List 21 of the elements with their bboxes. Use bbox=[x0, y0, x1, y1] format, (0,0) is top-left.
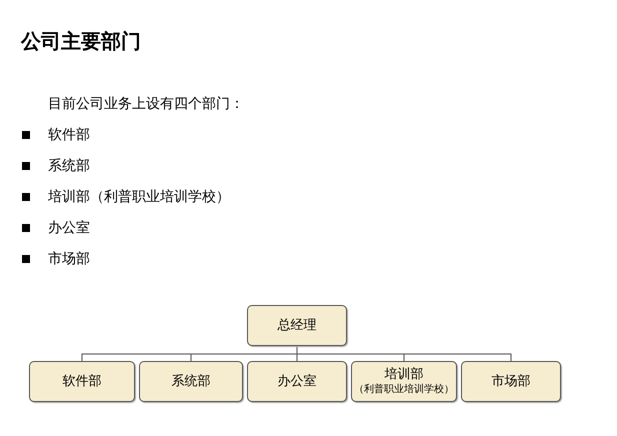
department-box bbox=[461, 361, 561, 402]
department-name: 培训部 bbox=[384, 367, 424, 383]
list-item: 培训部（利普职业培训学校） bbox=[48, 188, 230, 206]
department-box bbox=[247, 305, 347, 346]
department-name: 软件部 bbox=[62, 374, 102, 390]
list-item: 办公室 bbox=[48, 219, 90, 237]
department-name: 办公室 bbox=[278, 374, 316, 390]
department-note: （利普职业培训学校） bbox=[354, 384, 454, 396]
list-item: 市场部 bbox=[48, 250, 90, 268]
list-item: 系统部 bbox=[48, 157, 90, 175]
department-box bbox=[247, 361, 347, 402]
department-name: 总经理 bbox=[278, 318, 316, 334]
list-item: 软件部 bbox=[48, 126, 90, 144]
department-name: 市场部 bbox=[492, 374, 530, 390]
page-title: 公司主要部门 bbox=[21, 28, 141, 54]
connector-line bbox=[296, 346, 512, 362]
department-box bbox=[29, 361, 135, 402]
department-box bbox=[351, 361, 457, 402]
department-box bbox=[139, 361, 243, 402]
intro-text: 目前公司业务上设有四个部门： bbox=[48, 95, 244, 113]
department-name: 系统部 bbox=[172, 374, 210, 390]
